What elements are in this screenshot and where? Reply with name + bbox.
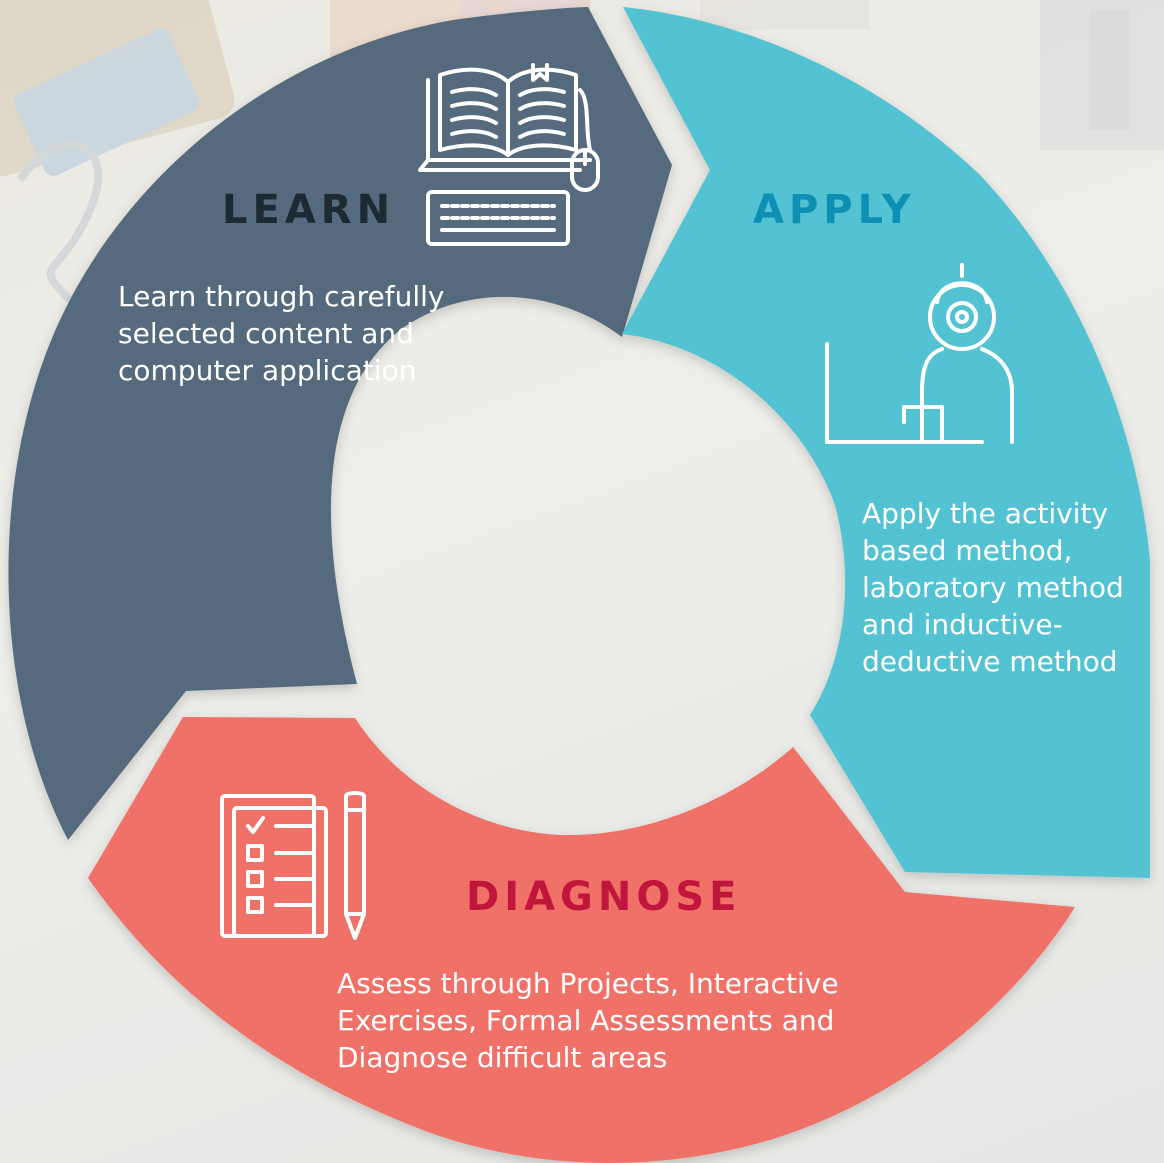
apply-description-line: based method,	[862, 534, 1073, 567]
diagnose-heading: DIAGNOSE	[466, 874, 742, 920]
learn-heading: LEARN	[222, 187, 396, 233]
diagnose-description-line: Diagnose difficult areas	[337, 1041, 668, 1074]
diagnose-segment	[88, 717, 1075, 1163]
person-headset-laptop-icon	[825, 263, 1014, 444]
learn-description-line: selected content and	[118, 317, 414, 350]
book-keyboard-icon	[418, 63, 600, 246]
diagnose-description-line: Assess through Projects, Interactive	[337, 967, 839, 1000]
learn-description-line: Learn through carefully	[118, 280, 445, 313]
apply-description-line: deductive method	[862, 645, 1118, 678]
apply-description-line: and inductive-	[862, 608, 1063, 641]
apply-heading: APPLY	[753, 187, 916, 233]
checklist-pencil-icon	[220, 791, 366, 940]
diagnose-description-line: Exercises, Formal Assessments and	[337, 1004, 835, 1037]
apply-description-line: Apply the activity	[862, 497, 1109, 530]
apply-description-line: laboratory method	[862, 571, 1124, 604]
learn-segment	[8, 7, 673, 840]
apply-description: Apply the activity based method, laborat…	[862, 495, 1124, 680]
learn-description-line: computer application	[118, 354, 417, 387]
diagnose-description: Assess through Projects, Interactive Exe…	[337, 965, 839, 1076]
learn-description: Learn through carefully selected content…	[118, 278, 444, 389]
